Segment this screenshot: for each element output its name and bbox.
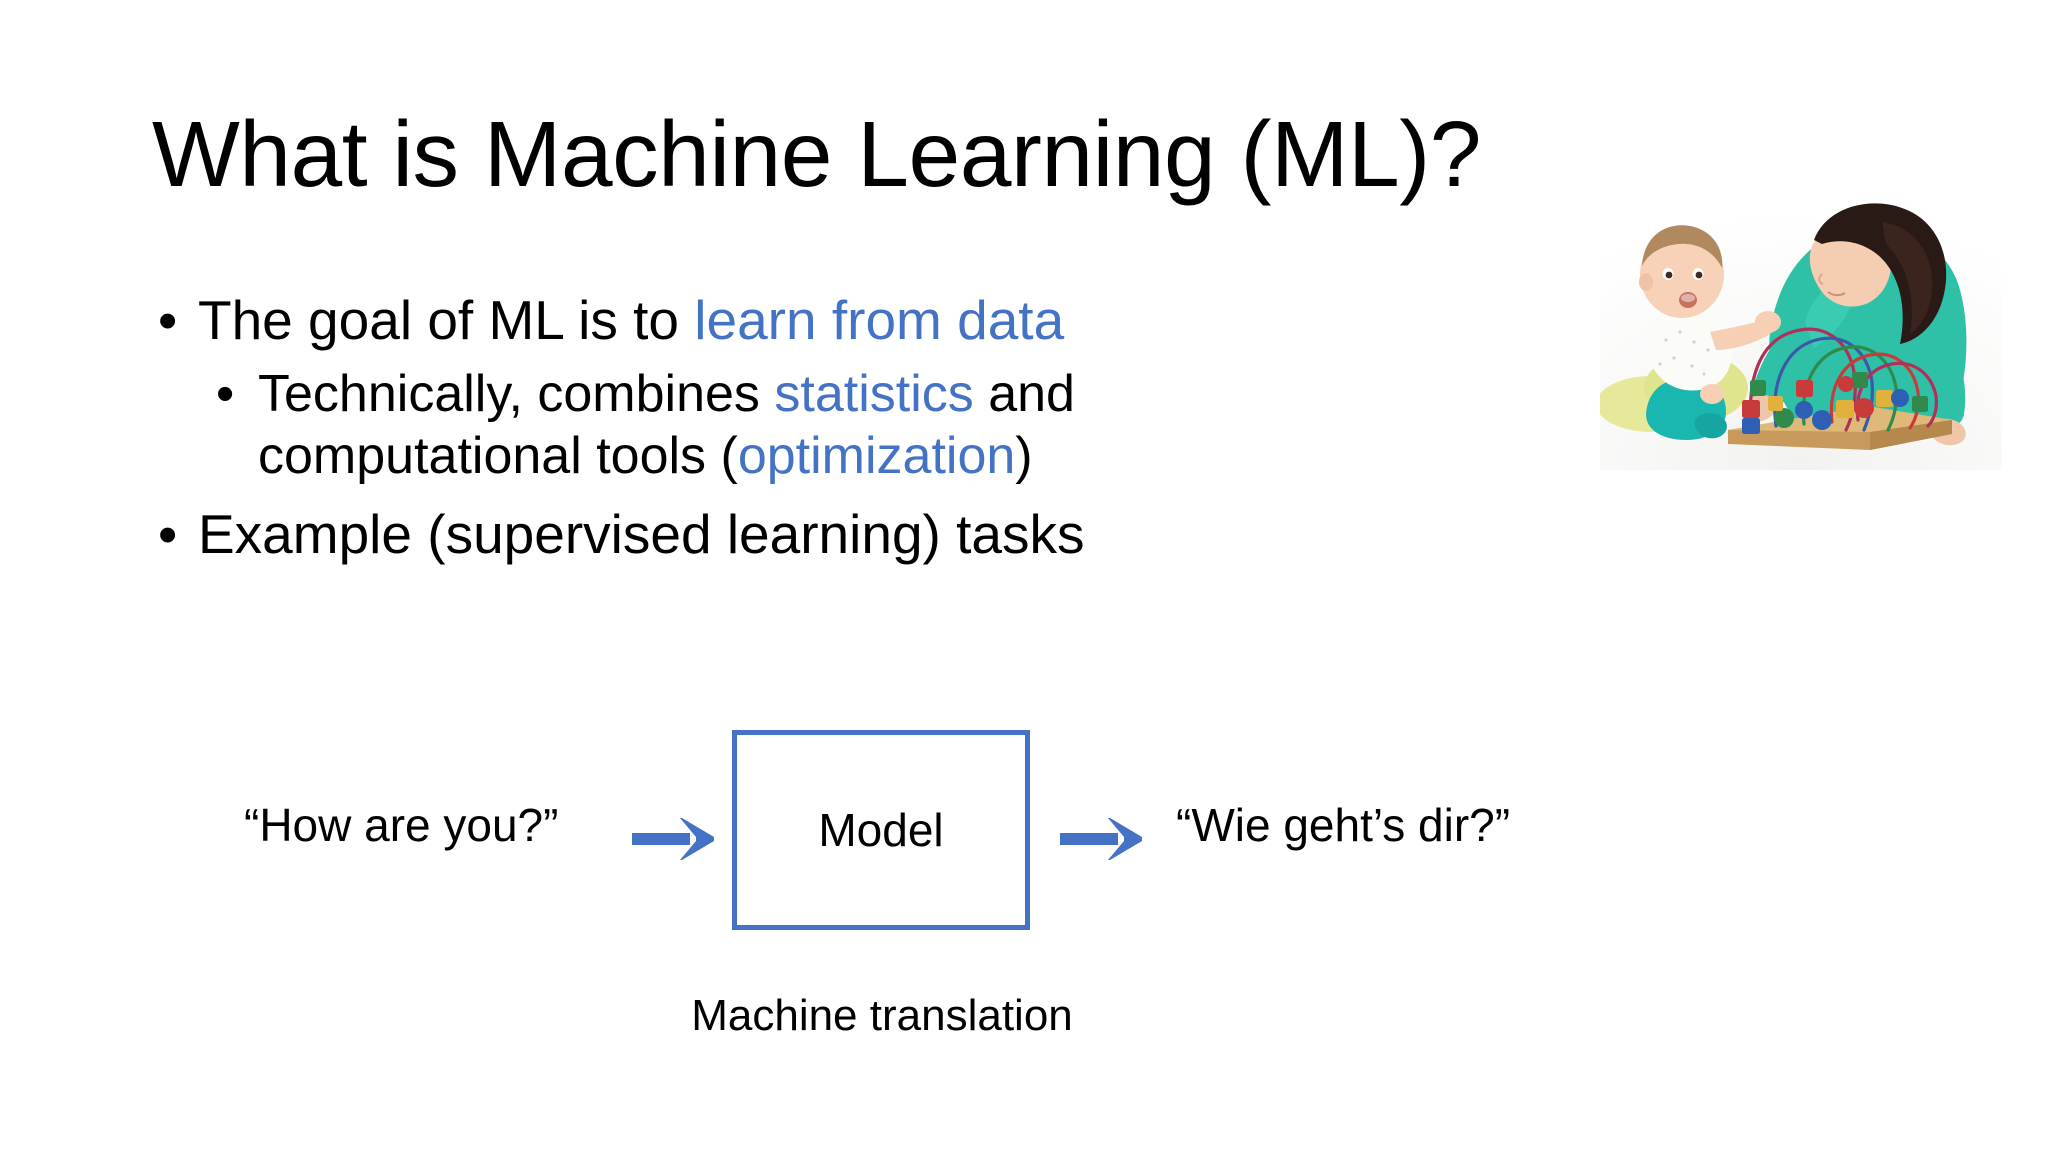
page-title: What is Machine Learning (ML)? bbox=[152, 102, 1481, 206]
bullet-marker-icon: • bbox=[158, 502, 178, 565]
sub-bullet-line2-after: ) bbox=[1015, 427, 1033, 486]
bullet-marker-icon: • bbox=[216, 364, 235, 423]
bullet-goal-highlight: learn from data bbox=[694, 289, 1065, 351]
sub-bullet-list: • Technically, combines statistics and co… bbox=[152, 363, 1532, 488]
arrow-right-glyph bbox=[632, 818, 714, 860]
diagram-output-label: “Wie geht’s dir?” bbox=[1176, 799, 1511, 851]
model-box: Model bbox=[732, 730, 1030, 930]
body-bullet-list: • The goal of ML is to learn from data • T… bbox=[152, 288, 1532, 573]
bullet-item-example-tasks: • Example (supervised learning) tasks bbox=[152, 502, 1532, 567]
arrow-right-glyph bbox=[1060, 818, 1142, 860]
sub-bullet-line1-before: Technically, combines bbox=[258, 364, 775, 423]
sub-bullet-line1-highlight: statistics bbox=[774, 364, 974, 423]
sub-bullet-item-technically: • Technically, combines statistics and co… bbox=[212, 363, 1532, 488]
sub-bullet-line2-before: computational tools ( bbox=[258, 427, 738, 486]
sub-bullet-line2: computational tools (optimization) bbox=[258, 425, 1532, 487]
model-box-label: Model bbox=[818, 804, 944, 856]
bullet-goal-text-before: The goal of ML is to bbox=[198, 289, 695, 351]
bullet-marker-icon: • bbox=[158, 289, 178, 351]
arrow-right-icon bbox=[632, 810, 724, 868]
photo-mother-and-baby bbox=[1600, 182, 2002, 470]
bullet-item-goal: • The goal of ML is to learn from data bbox=[152, 288, 1532, 353]
bullet-example-text: Example (supervised learning) tasks bbox=[198, 502, 1085, 565]
arrow-right-icon bbox=[1060, 810, 1152, 868]
sub-bullet-line1-after: and bbox=[973, 364, 1075, 423]
photo-illustration bbox=[1600, 182, 2002, 470]
diagram-caption: Machine translation bbox=[691, 991, 1073, 1040]
sub-bullet-line2-highlight: optimization bbox=[737, 427, 1016, 486]
diagram-input-label: “How are you?” bbox=[244, 799, 559, 851]
